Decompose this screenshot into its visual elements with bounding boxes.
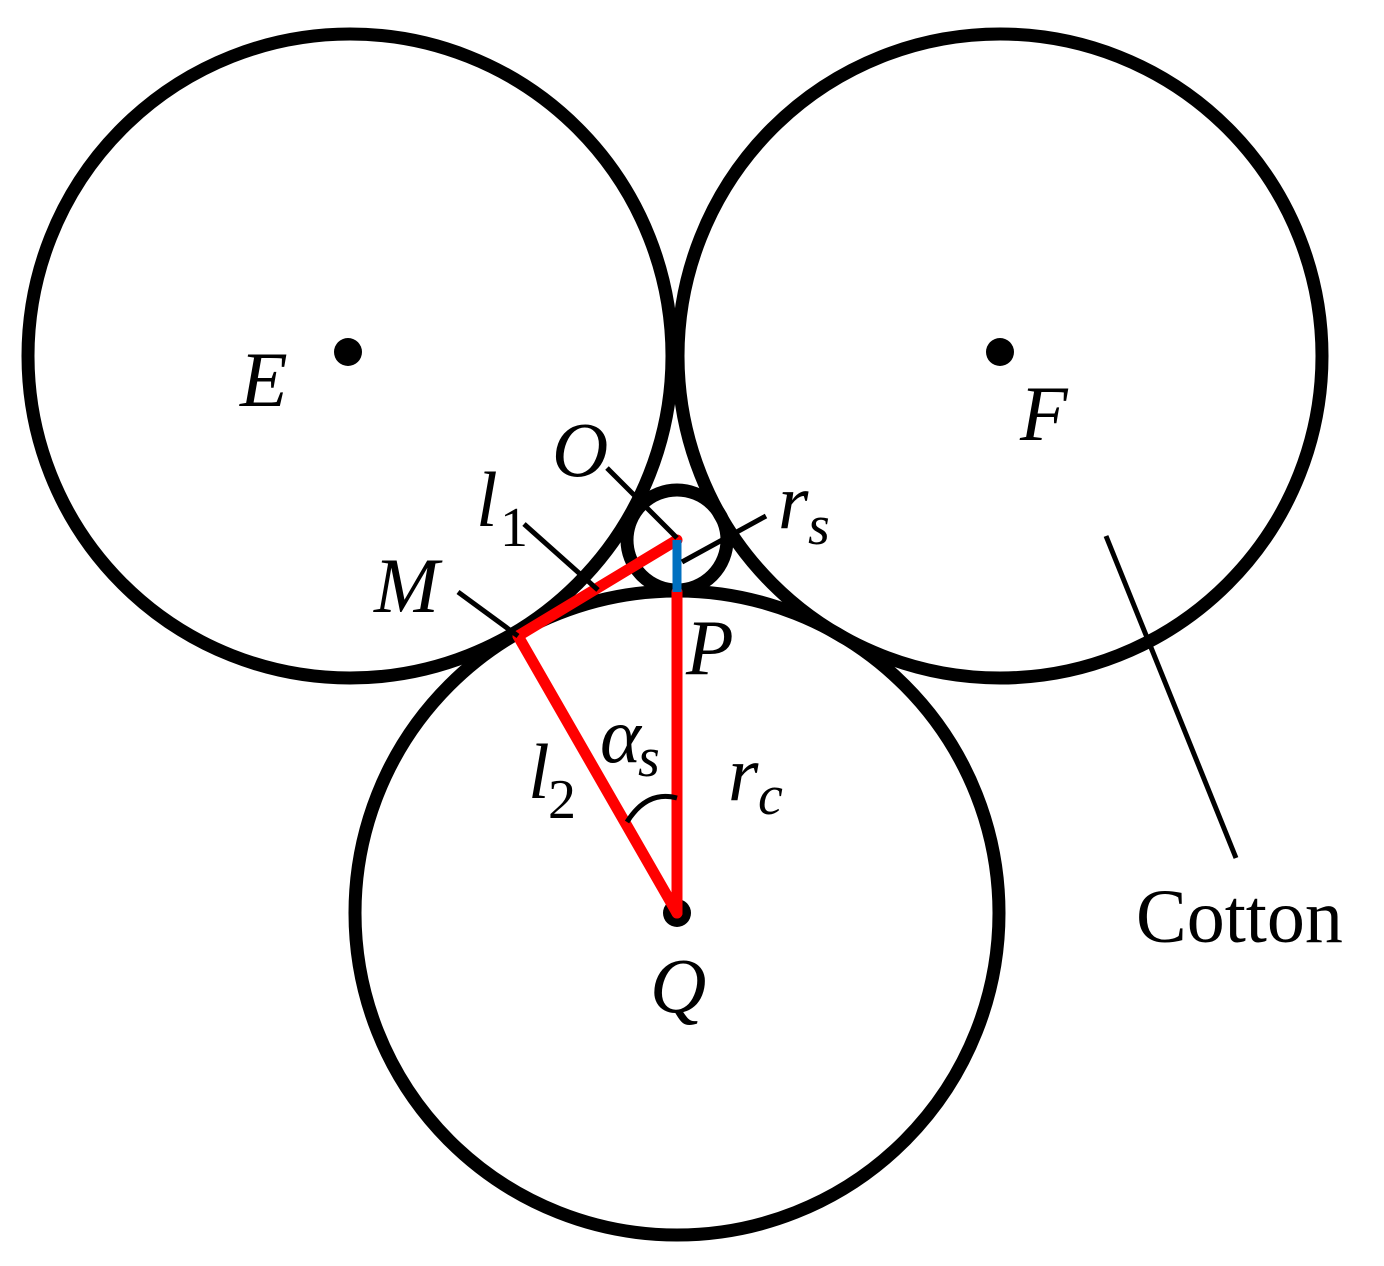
angle-arc	[624, 793, 678, 824]
leader-rs	[680, 513, 768, 565]
center-dot-e	[334, 338, 362, 366]
label-l1-main: l	[476, 456, 498, 543]
leader-m	[456, 589, 520, 639]
leader-cotton	[1103, 535, 1239, 859]
label-m: M	[373, 542, 443, 629]
label-q: Q	[650, 942, 706, 1029]
label-cotton: Cotton	[1136, 875, 1343, 959]
label-f: F	[1019, 370, 1069, 457]
center-dot-f	[986, 338, 1014, 366]
label-e: E	[239, 336, 288, 423]
label-p: P	[685, 604, 734, 691]
label-rs-sub: s	[808, 495, 830, 557]
leader-l1	[522, 522, 600, 592]
label-l2-main: l	[528, 728, 550, 815]
line-qm	[512, 630, 683, 919]
circle-f	[671, 27, 1329, 685]
label-rs-main: r	[778, 458, 809, 545]
label-o: O	[552, 406, 608, 493]
label-rc-main: r	[728, 730, 759, 817]
label-l1-sub: 1	[500, 497, 528, 559]
label-alpha-sub: s	[638, 727, 660, 789]
label-rc-sub: c	[758, 765, 783, 827]
label-l2-sub: 2	[548, 769, 576, 831]
leader-o	[605, 466, 679, 540]
label-alpha-main: α	[600, 692, 643, 779]
